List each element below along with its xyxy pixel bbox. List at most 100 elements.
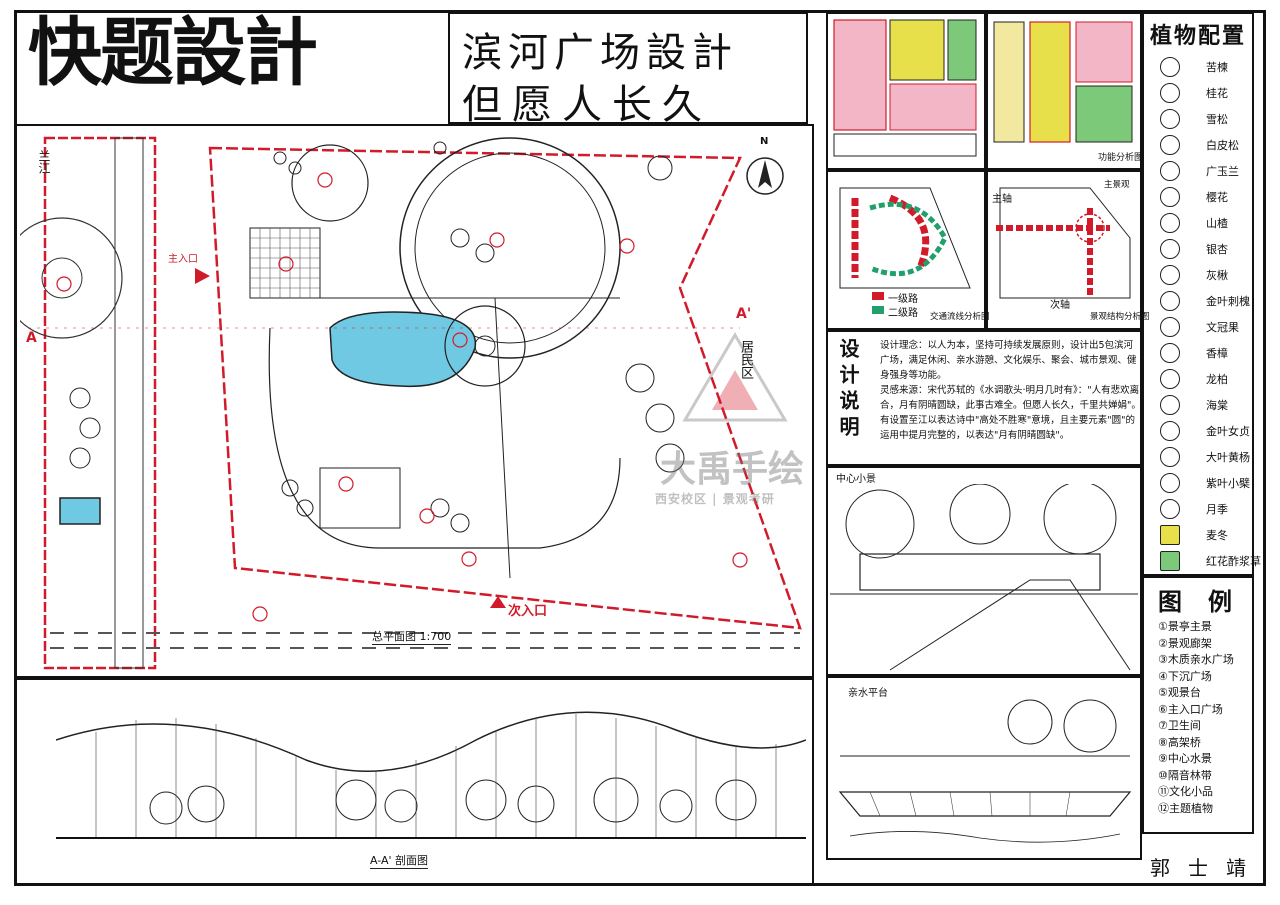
plant-row: 金叶女贞: [1150, 418, 1258, 444]
plant-name: 麦冬: [1206, 529, 1228, 542]
plan-markers: [56, 172, 748, 622]
plant-row: 麦冬: [1150, 522, 1258, 548]
site-boundary: [208, 146, 802, 630]
lower-loop: [268, 327, 621, 549]
plant-row: 灰楸: [1150, 262, 1258, 288]
plant-symbol-icon: [1160, 317, 1180, 337]
north-arrow: [746, 157, 784, 195]
primary-road-legend: 一级路: [888, 294, 918, 305]
section-mark-right: A': [736, 306, 752, 322]
plant-row: 大叶黄杨: [1150, 444, 1258, 470]
legend-item: ⑦卫生间: [1158, 719, 1201, 732]
plant-symbol-icon: [1160, 395, 1180, 415]
design-paragraph-2: 灵感来源：宋代苏轼的《水调歌头·明月几时有》："人有悲欢离合，月有阴晴圆缺，此事…: [880, 385, 1141, 441]
center-perspective-panel: [826, 466, 1142, 676]
plant-name: 广玉兰: [1206, 165, 1239, 178]
zone-pink-2: [889, 83, 977, 131]
design-description: 设计理念：以人为本，坚持可持续发展原则，设计出5包滨河广场，满足休闲、亲水游憩、…: [880, 338, 1142, 443]
zone-col-c: [1075, 21, 1133, 83]
plant-symbol-icon: [1160, 525, 1180, 545]
left-strip: [43, 136, 157, 670]
plant-symbol-icon: [1160, 109, 1180, 129]
waterfront-ripples: [849, 831, 1121, 843]
plant-name: 白皮松: [1206, 139, 1239, 152]
plant-name: 灰楸: [1206, 269, 1228, 282]
waterfront-perspective-panel: [826, 676, 1142, 860]
plant-name: 金叶刺槐: [1206, 295, 1250, 308]
plant-row: 紫叶小檗: [1150, 470, 1258, 496]
legend-item: ⑪文化小品: [1158, 785, 1213, 798]
main-entry-label: 主入口: [168, 254, 198, 265]
primary-road-path: [851, 194, 930, 278]
axis-vertical: [494, 297, 511, 579]
plant-symbol-icon: [1160, 265, 1180, 285]
plant-name: 大叶黄杨: [1206, 451, 1250, 464]
plant-symbol-icon: [1160, 551, 1180, 571]
waterfront-tree-a: [1007, 699, 1053, 745]
plant-name: 紫叶小檗: [1206, 477, 1250, 490]
func-analysis-panel: [826, 12, 986, 170]
section-mark-left: A: [26, 330, 37, 346]
grid-lines: [250, 228, 320, 298]
main-entry-arrow: [195, 268, 210, 284]
sketch-tree-b: [949, 484, 1011, 545]
secondary-road-path: [869, 201, 948, 277]
plant-name: 苦楝: [1206, 61, 1228, 74]
main-title: 快题設計: [28, 10, 318, 96]
plant-row: 苦楝: [1150, 54, 1258, 80]
author-name: 郭士靖: [1150, 856, 1264, 880]
sketch-tree-a: [845, 489, 915, 559]
left-pool: [59, 497, 101, 525]
plant-row: 红花酢浆草: [1150, 548, 1261, 574]
center-perspective-label: 中心小景: [836, 474, 876, 485]
plant-symbol-icon: [1160, 57, 1180, 77]
plant-symbol-icon: [1160, 135, 1180, 155]
legend-item: ⑩隔音林带: [1158, 768, 1212, 782]
noise-hatch: [833, 133, 977, 157]
secondary-entry-arrow: [490, 596, 506, 608]
waterfront-perspective-label: 亲水平台: [848, 688, 888, 699]
section-caption: A-A' 剖面图: [370, 854, 429, 869]
top-small-circle: [291, 144, 369, 222]
plant-name: 龙柏: [1206, 373, 1228, 386]
plant-symbol-icon: [1160, 239, 1180, 259]
zone-analysis-drawing: [993, 21, 1133, 143]
sketch-tree-c: [1043, 484, 1117, 555]
zone-green: [947, 19, 977, 81]
zone-analysis-panel: [986, 12, 1142, 170]
plant-name: 雪松: [1206, 113, 1228, 126]
waterfront-deck-lines: [869, 791, 1071, 817]
plant-name: 红花酢浆草: [1206, 555, 1261, 568]
primary-road-swatch: [872, 292, 884, 300]
zone-col-d: [1075, 85, 1133, 143]
plant-symbol-icon: [1160, 291, 1180, 311]
subtitle-line1: 滨河广场設計: [462, 30, 738, 76]
legend-item: ②景观廊架: [1158, 636, 1212, 650]
plant-name: 山楂: [1206, 217, 1228, 230]
design-paragraph-1: 设计理念：以人为本，坚持可持续发展原则，设计出5包滨河广场，满足休闲、亲水游憩、…: [880, 340, 1137, 381]
river-label: 兰江: [37, 150, 51, 174]
tree-clusters: [69, 141, 685, 533]
watermark-brand: 大禹手绘: [660, 449, 805, 490]
plant-symbol-icon: [1160, 421, 1180, 441]
big-circle-inner: [414, 152, 606, 344]
road-dashes: [50, 632, 800, 649]
waterfront-tree-b: [1063, 699, 1117, 753]
legend-item: ⑨中心水景: [1158, 752, 1212, 765]
watermark-logo: [682, 332, 788, 422]
master-plan: [20, 136, 802, 670]
plant-row: 文冠果: [1150, 314, 1258, 340]
plant-row: 桂花: [1150, 80, 1258, 106]
spiral-platform: [444, 305, 526, 387]
plant-symbol-icon: [1160, 473, 1180, 493]
legend-item: ⑤观景台: [1158, 686, 1201, 699]
residential-label: 居民区: [738, 340, 753, 379]
design-heading: 设计说明: [836, 338, 860, 442]
plant-symbol-icon: [1160, 83, 1180, 103]
watermark-triangle-red: [712, 370, 758, 410]
section-trees: [149, 777, 757, 825]
plant-row: 龙柏: [1150, 366, 1258, 392]
sub-axis-label: 次轴: [1050, 300, 1070, 311]
plant-name: 月季: [1206, 503, 1228, 516]
